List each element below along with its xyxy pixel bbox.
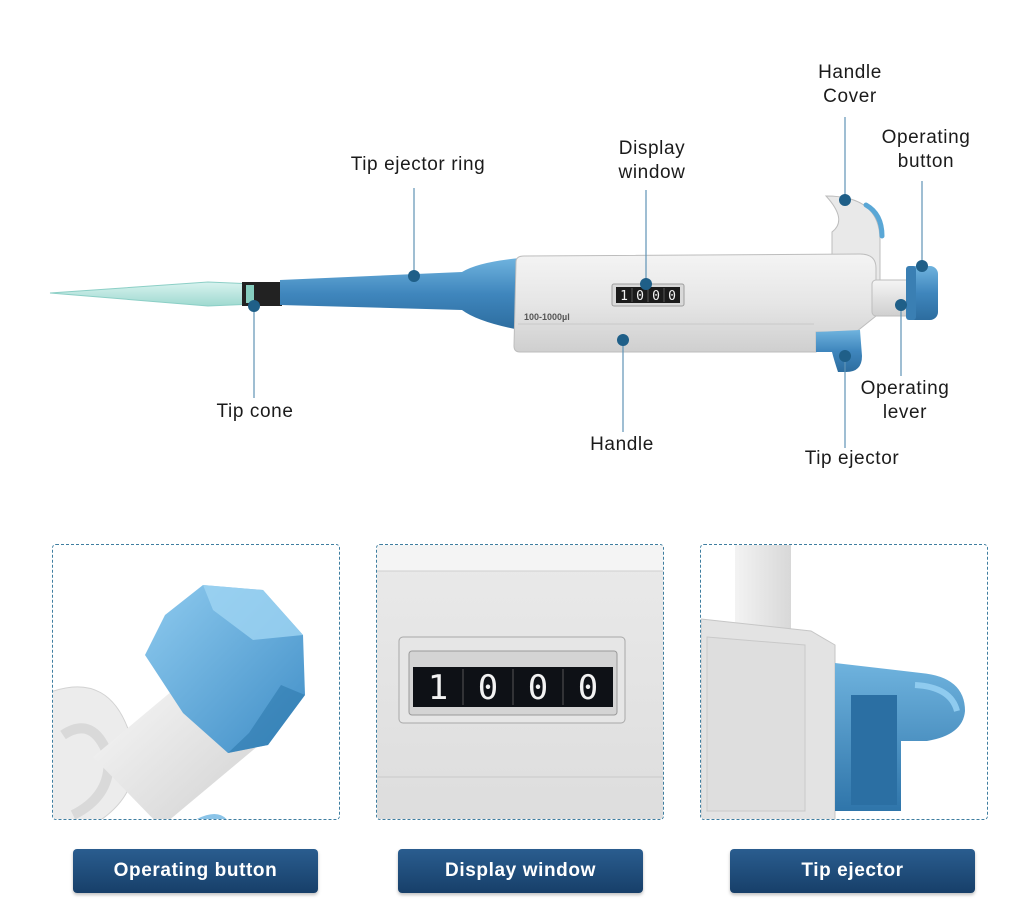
label-text: Handle — [590, 434, 654, 455]
volume-range-label: 100-1000µl — [524, 312, 570, 322]
tip-ejector-lever — [816, 330, 862, 372]
caption-text: Display window — [445, 860, 596, 881]
label-text: Operating lever — [860, 378, 950, 423]
detail-panel-operating-button — [52, 544, 340, 820]
detail-panel-tip-ejector — [700, 544, 988, 820]
display-digit: 0 — [478, 668, 498, 708]
tip-ejector-shaft — [280, 258, 520, 330]
display-digit: 0 — [528, 668, 548, 708]
leader-lines — [253, 117, 923, 448]
label-handle: Handle — [570, 433, 674, 457]
label-text: Tip ejector — [804, 448, 900, 469]
label-display-window: Display window — [598, 137, 706, 185]
tip-ejector-closeup — [701, 545, 987, 819]
handle-body — [513, 253, 877, 353]
display-digit: 0 — [652, 289, 660, 304]
caption-operating-button: Operating button — [73, 849, 318, 893]
pipette-tip — [49, 281, 257, 307]
label-text: Tip cone — [216, 401, 294, 422]
display-digit: 1 — [620, 289, 628, 304]
leader-dots — [248, 194, 928, 362]
label-text: Display window — [618, 138, 686, 183]
label-text: Tip ejector ring — [350, 154, 486, 175]
label-text: Operating button — [881, 127, 971, 172]
label-operating-lever: Operating lever — [844, 377, 966, 425]
caption-text: Operating button — [113, 860, 278, 881]
display-digit: 1 — [428, 668, 448, 708]
display-digit: 0 — [578, 668, 598, 708]
caption-tip-ejector: Tip ejector — [730, 849, 975, 893]
label-tip-cone: Tip cone — [200, 400, 310, 424]
label-tip-ejector-ring: Tip ejector ring — [330, 153, 506, 177]
display-digit: 0 — [636, 289, 644, 304]
display-digit: 0 — [668, 289, 676, 304]
label-text: Handle Cover — [818, 62, 882, 107]
label-handle-cover: Handle Cover — [805, 61, 895, 109]
caption-text: Tip ejector — [801, 860, 904, 881]
operating-button-closeup — [53, 545, 339, 819]
caption-display-window: Display window — [398, 849, 643, 893]
label-operating-button: Operating button — [868, 126, 984, 174]
label-tip-ejector: Tip ejector — [786, 447, 918, 471]
